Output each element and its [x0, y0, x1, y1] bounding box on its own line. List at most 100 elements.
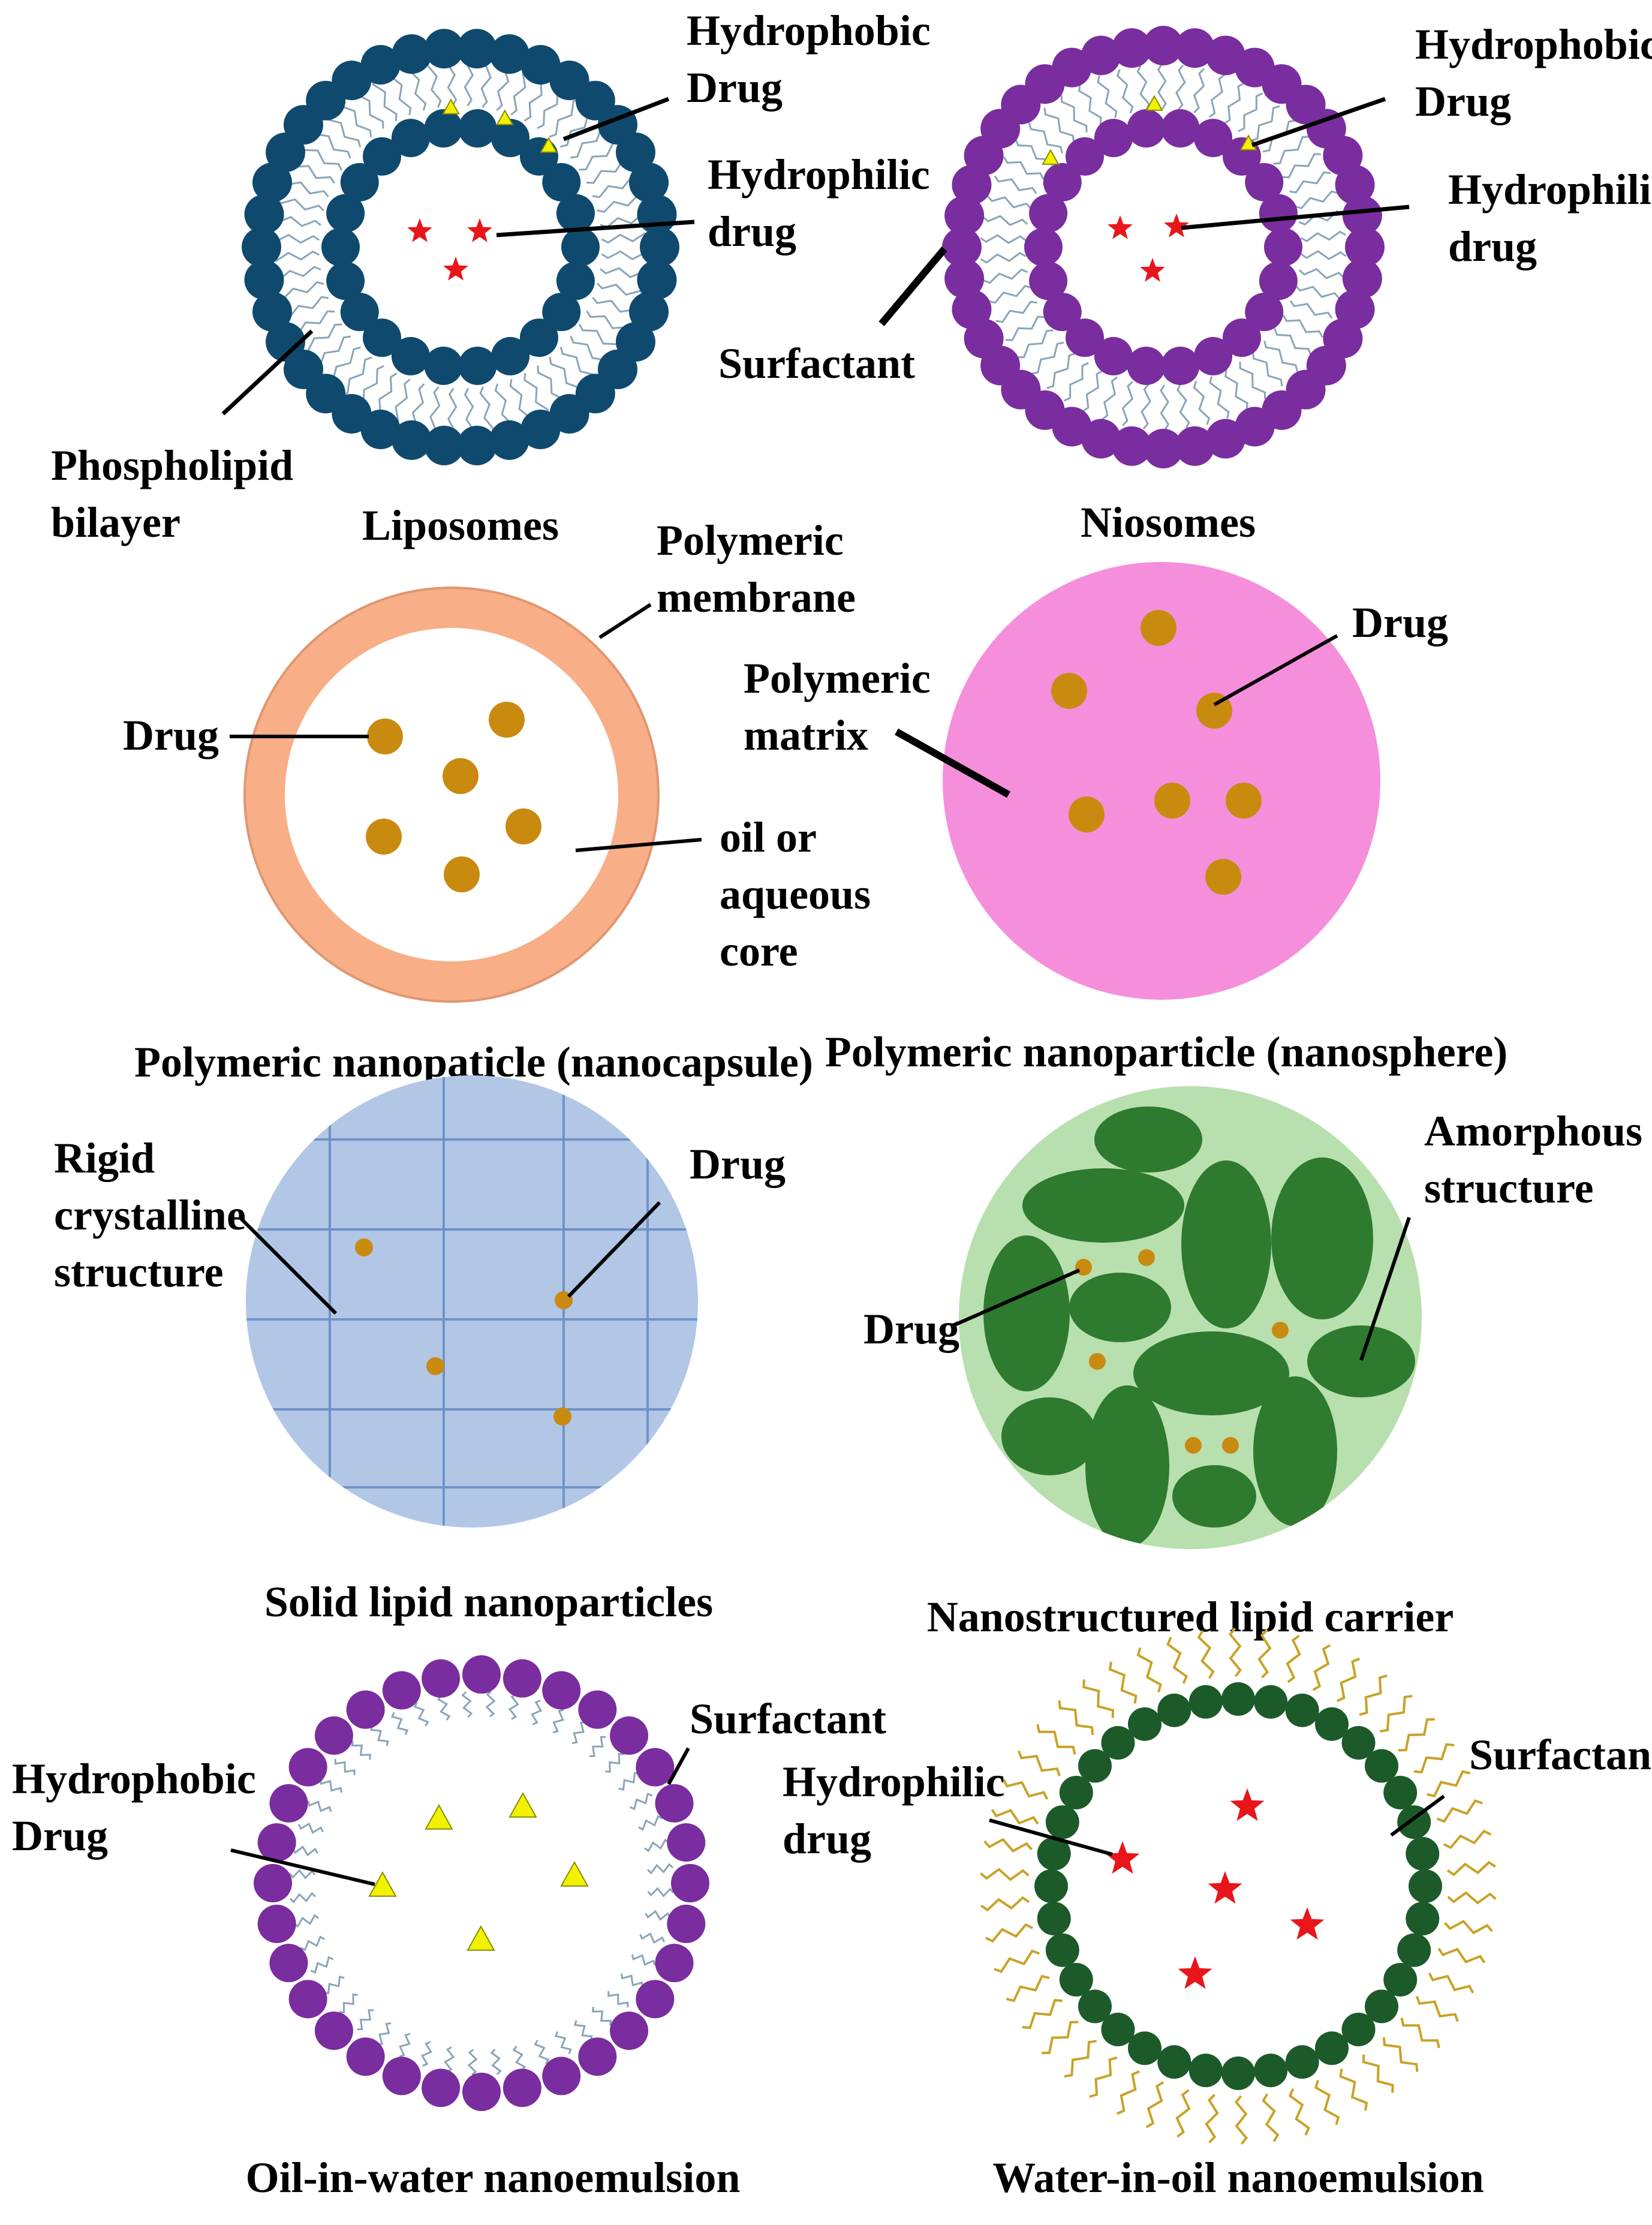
surfactant-tail — [1286, 1634, 1301, 1683]
surfactant-head — [1245, 293, 1284, 332]
surfactant-head — [502, 2068, 541, 2107]
surfactant-tail — [1176, 383, 1190, 429]
surfactant-tail — [1116, 2070, 1141, 2115]
inner-lipid-heads — [321, 109, 600, 385]
surfactant-tail — [399, 2032, 411, 2058]
surfactant-tail — [1136, 1647, 1162, 1692]
surfactant-tail — [1160, 384, 1170, 431]
label-membrane: Polymeric membrane — [657, 516, 856, 621]
surfactant-head — [655, 1784, 694, 1823]
lipid-head — [340, 163, 379, 202]
surfactant-tail — [643, 1838, 670, 1853]
surfactant-tail — [1028, 122, 1063, 154]
surfactant-tail — [1262, 2093, 1280, 2142]
label-line: crystalline — [54, 1191, 246, 1239]
surfactant-head — [1315, 2031, 1349, 2065]
surfactant-tail — [1444, 1919, 1493, 1935]
lipid-head — [457, 425, 497, 465]
hydrophobic-drug — [560, 1861, 589, 1887]
surfactant-tail — [1288, 2088, 1310, 2136]
surfactant-tail — [1006, 1974, 1050, 2002]
drug-particle — [1138, 1249, 1155, 1266]
lipid-head — [242, 227, 281, 267]
surfactant-head — [1157, 1693, 1191, 1727]
surfactant-tail — [1166, 1637, 1188, 1684]
surfactant-head — [1043, 163, 1082, 202]
surfactant-head — [1128, 2031, 1161, 2065]
lipid-tail — [523, 372, 549, 417]
nlc-title: Nanostructured lipid carrier — [927, 1593, 1454, 1641]
lipid-tail — [269, 250, 320, 262]
liposome-drugs — [407, 98, 558, 281]
label-line: Drug — [687, 64, 783, 112]
lipid-head — [332, 61, 372, 101]
sln-lipid-core — [246, 1075, 698, 1528]
oil-aqueous-core — [285, 628, 618, 961]
surfactant-head — [1101, 1725, 1135, 1760]
lipid-head — [424, 425, 464, 465]
surfactant-heads — [1034, 1682, 1442, 2090]
drug-particle — [1272, 1322, 1289, 1339]
surfactant-head — [1066, 137, 1105, 176]
surfactant-tail — [1175, 64, 1186, 111]
surfactant-tail — [1295, 285, 1340, 299]
surfactant-head — [671, 1864, 709, 1902]
surfactant-head — [944, 196, 985, 236]
lipid-head — [244, 260, 284, 300]
lipid-head — [340, 293, 379, 332]
surfactant-head — [1029, 194, 1068, 233]
surfactant-tail — [490, 2049, 502, 2076]
lipid-head — [637, 194, 677, 234]
surfactant-head — [1365, 1989, 1399, 2023]
surfactant-head — [542, 1671, 581, 1710]
surfactant-head — [1345, 227, 1385, 267]
surfactant-tail — [370, 1725, 389, 1746]
drug-particle — [553, 1408, 571, 1426]
label-surfactant: Surfactant — [718, 339, 915, 387]
surfactant-tail — [1282, 314, 1323, 338]
leader-matrix — [895, 728, 1010, 798]
surfactant-tail — [605, 1752, 624, 1773]
surfactant-tail — [1018, 1750, 1061, 1776]
surfactant-tail — [461, 1691, 473, 1718]
hydrophobic-drug — [496, 109, 514, 125]
inner-surfactant-heads — [1024, 109, 1302, 385]
drug-particle — [1075, 1259, 1092, 1276]
surfactant-head — [667, 1823, 706, 1862]
surfactant-tail — [467, 2049, 478, 2076]
surfactant-tail — [647, 1863, 674, 1875]
hydrophobic-drug — [467, 1925, 495, 1951]
surfactant-tail — [983, 268, 1028, 284]
drug-particle — [444, 856, 480, 892]
surfactant-tail — [1193, 380, 1211, 425]
label-line: structure — [1424, 1164, 1594, 1212]
surfactant-tail — [1235, 2095, 1248, 2145]
surfactant-tail — [1229, 1627, 1242, 1677]
surfactant-head — [1254, 2053, 1288, 2088]
drug-particle — [367, 718, 403, 754]
surfactant-head — [257, 1823, 296, 1862]
surfactant-head — [1259, 261, 1298, 300]
surfactant-tail — [485, 1691, 496, 1718]
lipid-head — [266, 322, 306, 362]
surfactant-tail — [1058, 1700, 1094, 1736]
leader-hydrophilic — [1181, 205, 1410, 230]
surfactant-tail — [1063, 362, 1089, 402]
surfactant-head — [1341, 1725, 1376, 1760]
surfactant-tail — [391, 1712, 409, 1736]
label-drug: Drug — [123, 711, 219, 759]
label-bilayer: Phospholipid bilayer — [51, 441, 304, 546]
surfactant-tail — [1263, 341, 1299, 372]
surfactant-head — [1059, 1963, 1093, 1997]
leader-drug — [989, 1818, 1113, 1856]
leader-bilayer — [221, 329, 314, 416]
surfactant-tail — [1089, 2056, 1118, 2098]
wo-title: Water-in-oil nanoemulsion — [992, 2154, 1484, 2202]
surfactant-head — [269, 1784, 308, 1823]
drug-particle — [1226, 783, 1262, 819]
lipid-tail — [340, 356, 372, 397]
leader-hydrophobic — [1251, 97, 1386, 148]
leader-surfactant — [1390, 1794, 1445, 1837]
hydrophobic-drug — [1145, 95, 1163, 111]
